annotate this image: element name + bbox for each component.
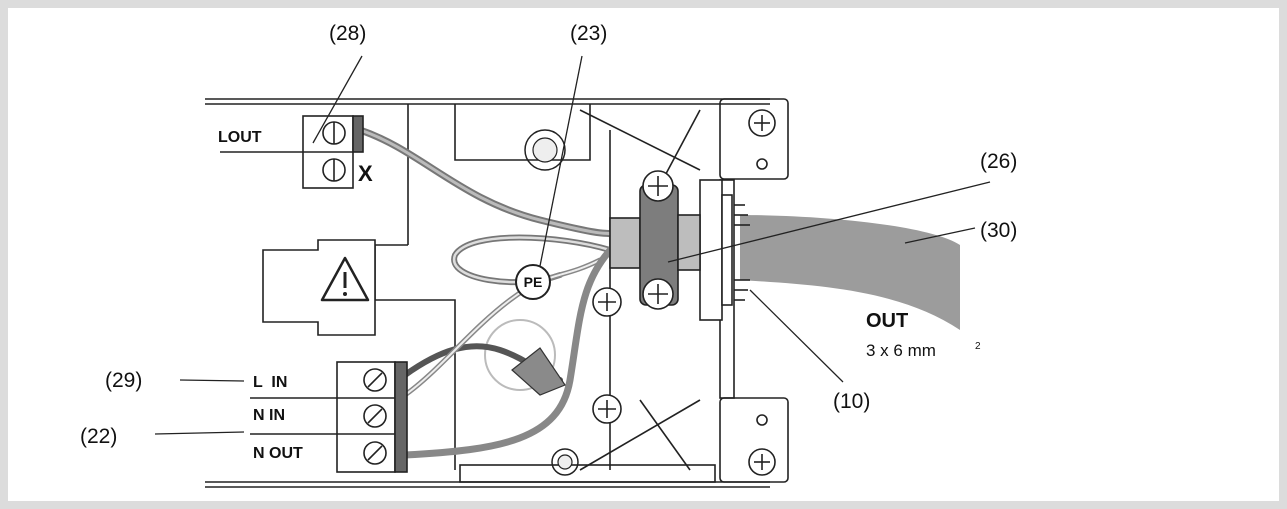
callout-26: (26) [980, 150, 1017, 173]
callout-23: (23) [570, 22, 607, 45]
terminal-label-n-in: N IN [253, 407, 285, 424]
screw-top-right [748, 109, 776, 170]
callout-28: (28) [329, 22, 366, 45]
mounting-hole-top [524, 129, 566, 171]
pe-label: PE [524, 274, 543, 290]
terminal-mark-x: X [358, 161, 373, 186]
output-title: OUT [866, 310, 908, 332]
pe-ground-marker [515, 264, 551, 300]
clamp-screw-top [642, 170, 674, 202]
callout-30: (30) [980, 219, 1017, 242]
leader-lines [154, 55, 991, 435]
cable-pass-hole [484, 319, 556, 391]
clamp-screw-bottom [642, 278, 674, 310]
output-spec: 3 x 6 mm [866, 341, 936, 360]
housing-screw-mid [592, 287, 622, 317]
callout-10: (10) [833, 390, 870, 413]
output-cable [740, 215, 960, 330]
internal-wires [356, 126, 619, 459]
wire-sleeve [511, 347, 566, 396]
warning-icon [320, 256, 370, 302]
mounting-hole-bottom [551, 448, 579, 476]
housing-screw-low [592, 394, 622, 424]
terminal-label-lout: LOUT [218, 129, 262, 146]
callout-29: (29) [105, 369, 142, 392]
terminal-label-n-out: N OUT [253, 445, 303, 462]
lout-terminal [220, 115, 364, 189]
cable-clamp [609, 184, 701, 306]
input-terminal-block [250, 361, 408, 473]
callout-22: (22) [80, 425, 117, 448]
screw-bottom-right [748, 414, 776, 476]
terminal-label-l-in: L IN [253, 374, 287, 391]
output-spec-superscript: 2 [975, 341, 981, 352]
